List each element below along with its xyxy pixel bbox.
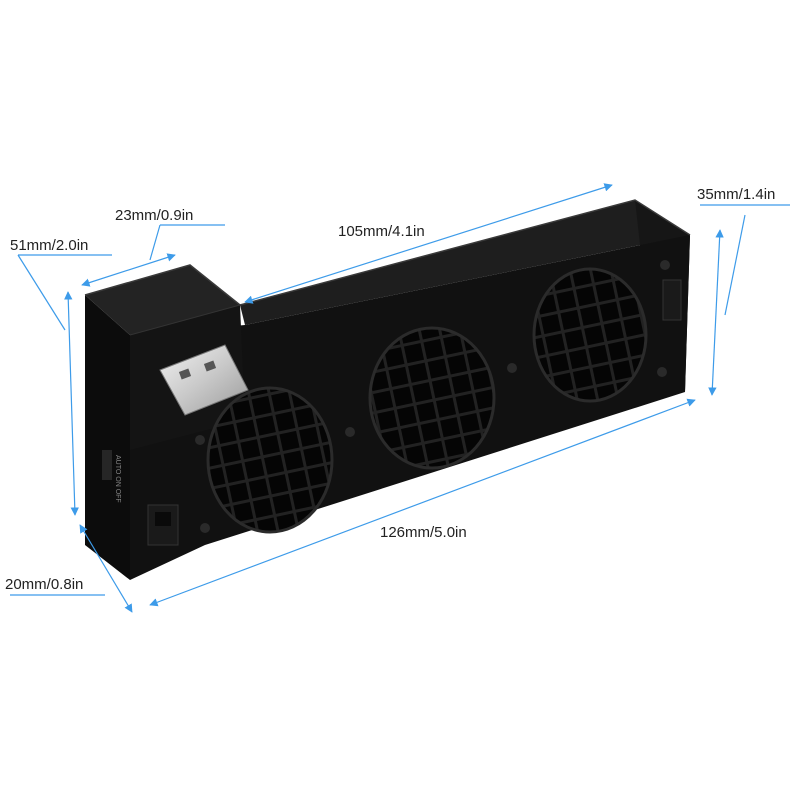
fan-right xyxy=(532,267,648,403)
label-thickness: 20mm/0.8in xyxy=(5,576,83,593)
usb-tower-top xyxy=(85,265,240,335)
side-connector xyxy=(662,279,682,321)
power-connector xyxy=(147,504,179,546)
fan-middle xyxy=(368,326,496,470)
device-left-face xyxy=(85,295,130,580)
power-switch xyxy=(102,450,112,480)
side-switch-label: AUTO ON OFF xyxy=(114,455,121,503)
screw xyxy=(200,523,210,533)
screw xyxy=(195,435,205,445)
label-front-length: 126mm/5.0in xyxy=(380,524,467,541)
screw xyxy=(345,427,355,437)
arrow-depth-total xyxy=(64,291,79,516)
label-depth-total: 51mm/2.0in xyxy=(10,237,88,254)
arrow-front-length xyxy=(149,398,696,607)
usb-plug xyxy=(159,344,249,416)
fan-left xyxy=(206,386,334,534)
label-body-length: 105mm/4.1in xyxy=(338,223,425,240)
screw xyxy=(507,363,517,373)
label-usb-width: 23mm/0.9in xyxy=(115,207,193,224)
label-height: 35mm/1.4in xyxy=(697,186,775,203)
arrow-thickness xyxy=(79,524,133,613)
arrow-usb-width xyxy=(81,253,176,287)
dimension-arrows xyxy=(10,183,790,613)
arrow-body-length xyxy=(244,183,613,304)
screw xyxy=(660,260,670,270)
arrow-height xyxy=(708,229,724,396)
screw xyxy=(657,367,667,377)
